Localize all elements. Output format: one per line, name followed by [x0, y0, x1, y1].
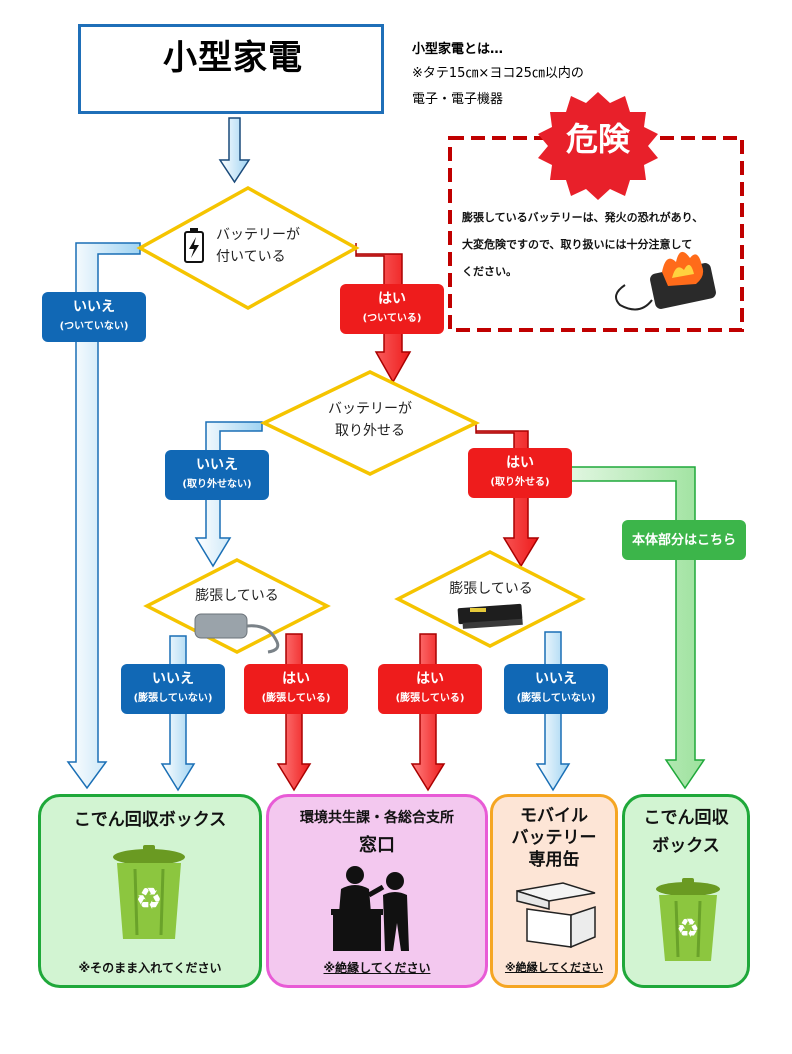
q1-line-1: バッテリーが [216, 227, 300, 243]
box3-title-1: モバイル [520, 806, 588, 826]
q3-left-text: 膨張している [195, 588, 279, 604]
box3-title-2: バッテリー [511, 828, 597, 848]
label-qr-yes-main: はい [416, 671, 444, 687]
danger-message: 膨張しているバッテリーは、発火の恐れがあり、 大変危険ですので、取り扱いには十分… [462, 204, 740, 285]
box4-title-2: ボックス [652, 836, 720, 856]
q2-line-1: バッテリーが [328, 401, 412, 417]
q2-text: バッテリーが 取り外せる [300, 398, 440, 442]
box2-note: ※絶縁してください [323, 961, 431, 975]
label-ql-no-main: いいえ [152, 671, 194, 687]
label-ql-yes-main: はい [282, 671, 310, 687]
danger-badge-shape [538, 92, 658, 200]
cooler-box-icon [516, 882, 596, 949]
arrow-q1-no [66, 242, 141, 790]
q3-right-text: 膨張している [449, 581, 533, 597]
label-q1-yes: はい (ついている) [340, 284, 444, 334]
decision-q2 [259, 370, 481, 476]
title-box [78, 24, 384, 114]
svg-text:♻: ♻ [676, 914, 699, 944]
box3-note: ※絶縁してください [504, 961, 604, 974]
label-q1-no: いいえ (ついていない) [42, 292, 146, 342]
danger-line-2: 大変危険ですので、取り扱いには十分注意して [462, 238, 693, 251]
trash-can-recycle-icon: ♻ [113, 845, 185, 939]
battery-pack-icon [194, 613, 280, 654]
box-office-counter: 環境共生課・各総合支所 窓口 ※絶縁してください [266, 794, 488, 988]
definition-heading: 小型家電とは… [412, 42, 504, 57]
label-qr-no-sub: (膨張していない) [516, 693, 596, 704]
definition-size: ※タテ15㎝×ヨコ25㎝以内の [412, 66, 584, 81]
battery-slim-icon [457, 603, 523, 629]
burning-battery-icon [615, 251, 716, 311]
label-q2-yes: はい (取り外せる) [468, 448, 572, 498]
svg-text:♻: ♻ [136, 882, 163, 917]
label-q2-no: いいえ (取り外せない) [165, 450, 269, 500]
label-qr-yes-sub: (膨張している) [395, 693, 465, 704]
decision-q1 [136, 185, 360, 311]
label-ql-yes-sub: (膨張している) [261, 693, 331, 704]
q1-line-2: 付いている [216, 249, 286, 265]
label-q1-no-sub: (ついていない) [59, 321, 129, 332]
box2-title-2: 窓口 [359, 835, 395, 856]
trash-can-recycle-icon: ♻ [656, 878, 720, 961]
box3-title-3: 専用缶 [528, 850, 580, 870]
q2-line-2: 取り外せる [335, 423, 405, 439]
battery-icon [184, 228, 204, 263]
box1-title: こでん回収ボックス [73, 810, 227, 830]
box-mobile-battery-can: モバイル バッテリー 専用缶 ※絶縁してください [490, 794, 618, 988]
box1-note: ※そのまま入れてください [78, 961, 222, 975]
label-qr-yes: はい (膨張している) [378, 664, 482, 714]
label-qr-no-main: いいえ [535, 671, 577, 687]
service-counter-icon [331, 866, 409, 951]
arrow-title-to-q1 [218, 117, 251, 184]
q1-text: バッテリーが 付いている [216, 224, 326, 268]
definition-type: 電子・電子機器 [412, 92, 504, 107]
decision-q3-left [143, 558, 331, 654]
label-ql-yes: はい (膨張している) [244, 664, 348, 714]
label-ql-no-sub: (膨張していない) [133, 693, 213, 704]
label-body-part-text: 本体部分はこちら [631, 532, 736, 548]
box-kodensha-collection: こでん回収ボックス ♻ ※そのまま入れてください [38, 794, 262, 988]
danger-line-3: ください。 [462, 265, 517, 278]
label-q2-no-sub: (取り外せない) [182, 479, 252, 490]
label-qr-no: いいえ (膨張していない) [504, 664, 608, 714]
box-kodensha-collection-2: こでん回収 ボックス ♻ [622, 794, 750, 988]
label-body-part: 本体部分はこちら [622, 520, 746, 560]
label-q1-yes-main: はい [378, 291, 406, 307]
label-q2-yes-main: はい [506, 455, 534, 471]
label-ql-no: いいえ (膨張していない) [121, 664, 225, 714]
danger-badge: 危険 [565, 120, 630, 158]
label-q1-yes-sub: (ついている) [362, 313, 422, 324]
label-q2-no-main: いいえ [196, 457, 238, 473]
box4-title-1: こでん回収 [643, 808, 729, 828]
label-q2-yes-sub: (取り外せる) [490, 477, 550, 488]
danger-line-1: 膨張しているバッテリーは、発火の恐れがあり、 [462, 211, 704, 224]
decision-q3-right [394, 550, 586, 648]
page-title: 小型家電 [163, 38, 303, 78]
label-q1-no-main: いいえ [73, 299, 115, 315]
arrow-body-part [559, 466, 706, 790]
box2-title-1: 環境共生課・各総合支所 [300, 810, 454, 826]
